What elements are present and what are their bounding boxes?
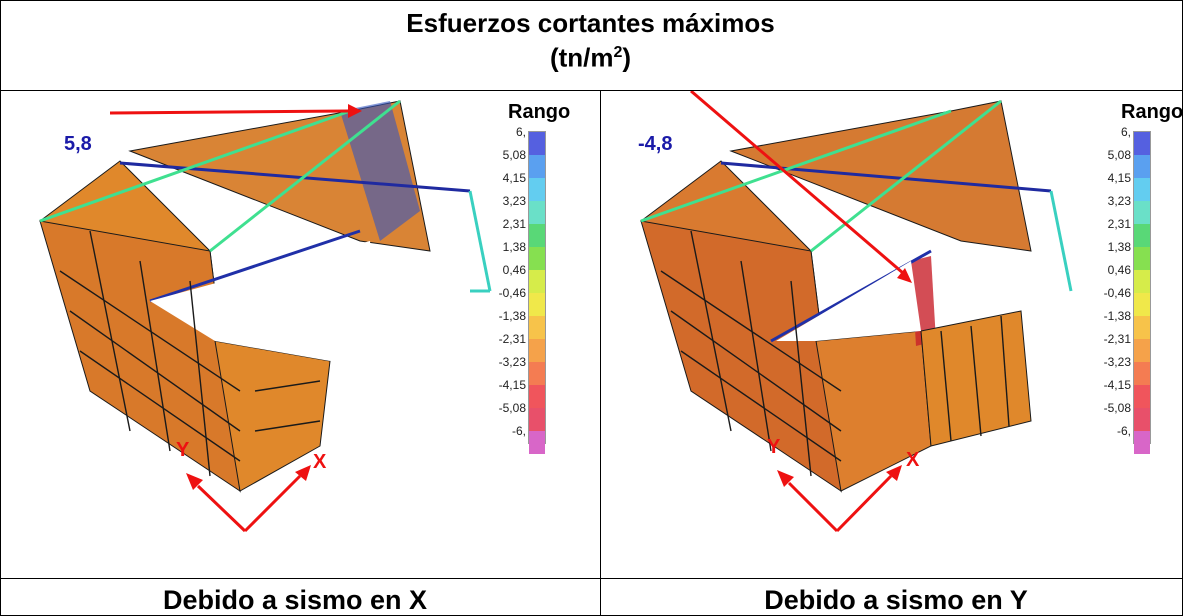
legend-tick-label: 4,15 [502, 171, 526, 185]
legend-color-segment [529, 431, 545, 454]
legend-color-segment [1134, 270, 1150, 293]
legend-tick-label: 5,08 [502, 148, 526, 162]
legend-tick-label: 5,08 [1107, 148, 1131, 162]
legend-tick-label: 6, [515, 125, 526, 139]
unit-label: (tn/m2) [0, 38, 1181, 73]
structure-model-x: Y X [39, 99, 492, 533]
legend-tick-label: 6, [1120, 125, 1131, 139]
axis-y-label: Y [767, 436, 781, 458]
unit-suffix: ) [622, 42, 632, 73]
legend-color-segment [1134, 224, 1150, 247]
legend-color-segment [529, 385, 545, 408]
legend-color-segment [1134, 247, 1150, 270]
legend-color-segment [1134, 339, 1150, 362]
caption-divider [0, 578, 1183, 579]
max-value-label: 5,8 [64, 133, 92, 155]
structure-model-y: Y X [640, 91, 1073, 533]
legend-color-bar [528, 131, 546, 454]
legend-color-segment [529, 132, 545, 155]
color-legend: 6, 5,08 4,15 3,23 2,31 1,38 0,46 -0,46 -1,38 -2,3… [490, 125, 550, 455]
legend-tick-label: 4,15 [1107, 171, 1131, 185]
legend-tick-label: -2,31 [1103, 332, 1131, 346]
legend-tick-label: 3,23 [502, 194, 526, 208]
figure-title: Esfuerzos cortantes máximos (tn/m2) [0, 8, 1181, 73]
legend-tick-label: 1,38 [502, 240, 526, 254]
legend-color-segment [529, 201, 545, 224]
legend-tick-label: 2,31 [502, 217, 526, 231]
legend-color-segment [529, 178, 545, 201]
legend-tick-label: -4,15 [498, 378, 526, 392]
legend-color-segment [529, 316, 545, 339]
axis-x-label: X [313, 451, 327, 473]
legend-color-segment [529, 224, 545, 247]
caption-sismo-x: Debido a sismo en X [162, 585, 428, 615]
unit-exponent: 2 [613, 44, 623, 61]
legend-color-segment [1134, 408, 1150, 431]
legend-color-segment [529, 293, 545, 316]
legend-color-segment [529, 155, 545, 178]
axis-x-label: X [906, 449, 920, 471]
legend-color-segment [1134, 132, 1150, 155]
legend-color-segment [1134, 316, 1150, 339]
legend-tick-label: -5,08 [1103, 401, 1131, 415]
legend-color-segment [529, 270, 545, 293]
legend-tick-label: 3,23 [1107, 194, 1131, 208]
panel-divider [600, 90, 601, 616]
legend-color-segment [1134, 155, 1150, 178]
legend-tick-label: -1,38 [498, 309, 526, 323]
panel-sismo-y: Y X -4,8 Rango 6, 5,08 4,15 3,23 2,31 1,38 0,4… [601, 91, 1183, 578]
header-divider [0, 90, 1183, 91]
legend-color-segment [529, 339, 545, 362]
legend-title: Rango [1121, 101, 1183, 123]
color-legend: 6, 5,08 4,15 3,23 2,31 1,38 0,46 -0,46 -1,38 -2,3… [1095, 125, 1155, 455]
legend-tick-label: 1,38 [1107, 240, 1131, 254]
legend-color-segment [1134, 385, 1150, 408]
legend-tick-label: 0,46 [1107, 263, 1131, 277]
legend-color-segment [529, 362, 545, 385]
legend-color-segment [1134, 362, 1150, 385]
legend-tick-label: -3,23 [1103, 355, 1131, 369]
title-text: Esfuerzos cortantes máximos [406, 8, 775, 38]
legend-color-segment [1134, 178, 1150, 201]
legend-tick-label: -2,31 [498, 332, 526, 346]
legend-tick-label: -0,46 [1103, 286, 1131, 300]
legend-tick-label: -1,38 [1103, 309, 1131, 323]
legend-tick-label: 0,46 [502, 263, 526, 277]
legend-tick-label: -5,08 [498, 401, 526, 415]
legend-tick-label: -4,15 [1103, 378, 1131, 392]
caption-sismo-y: Debido a sismo en Y [764, 585, 1028, 615]
legend-tick-label: 2,31 [1107, 217, 1131, 231]
max-value-label: -4,8 [638, 133, 673, 155]
legend-color-segment [1134, 293, 1150, 316]
legend-color-bar [1133, 131, 1151, 454]
legend-tick-label: -6, [511, 424, 526, 438]
legend-tick-label: -0,46 [498, 286, 526, 300]
legend-tick-label: -6, [1116, 424, 1131, 438]
legend-color-segment [1134, 201, 1150, 224]
legend-tick-label: -3,23 [498, 355, 526, 369]
unit-prefix: (tn/m [549, 42, 614, 73]
panel-sismo-x: Y X 5,8 Rango 6, 5,08 4,15 3,23 2,31 1,38 0,46… [0, 91, 590, 578]
legend-color-segment [1134, 431, 1150, 454]
legend-color-segment [529, 247, 545, 270]
legend-color-segment [529, 408, 545, 431]
legend-title: Rango [508, 101, 571, 123]
axis-y-label: Y [176, 439, 190, 461]
